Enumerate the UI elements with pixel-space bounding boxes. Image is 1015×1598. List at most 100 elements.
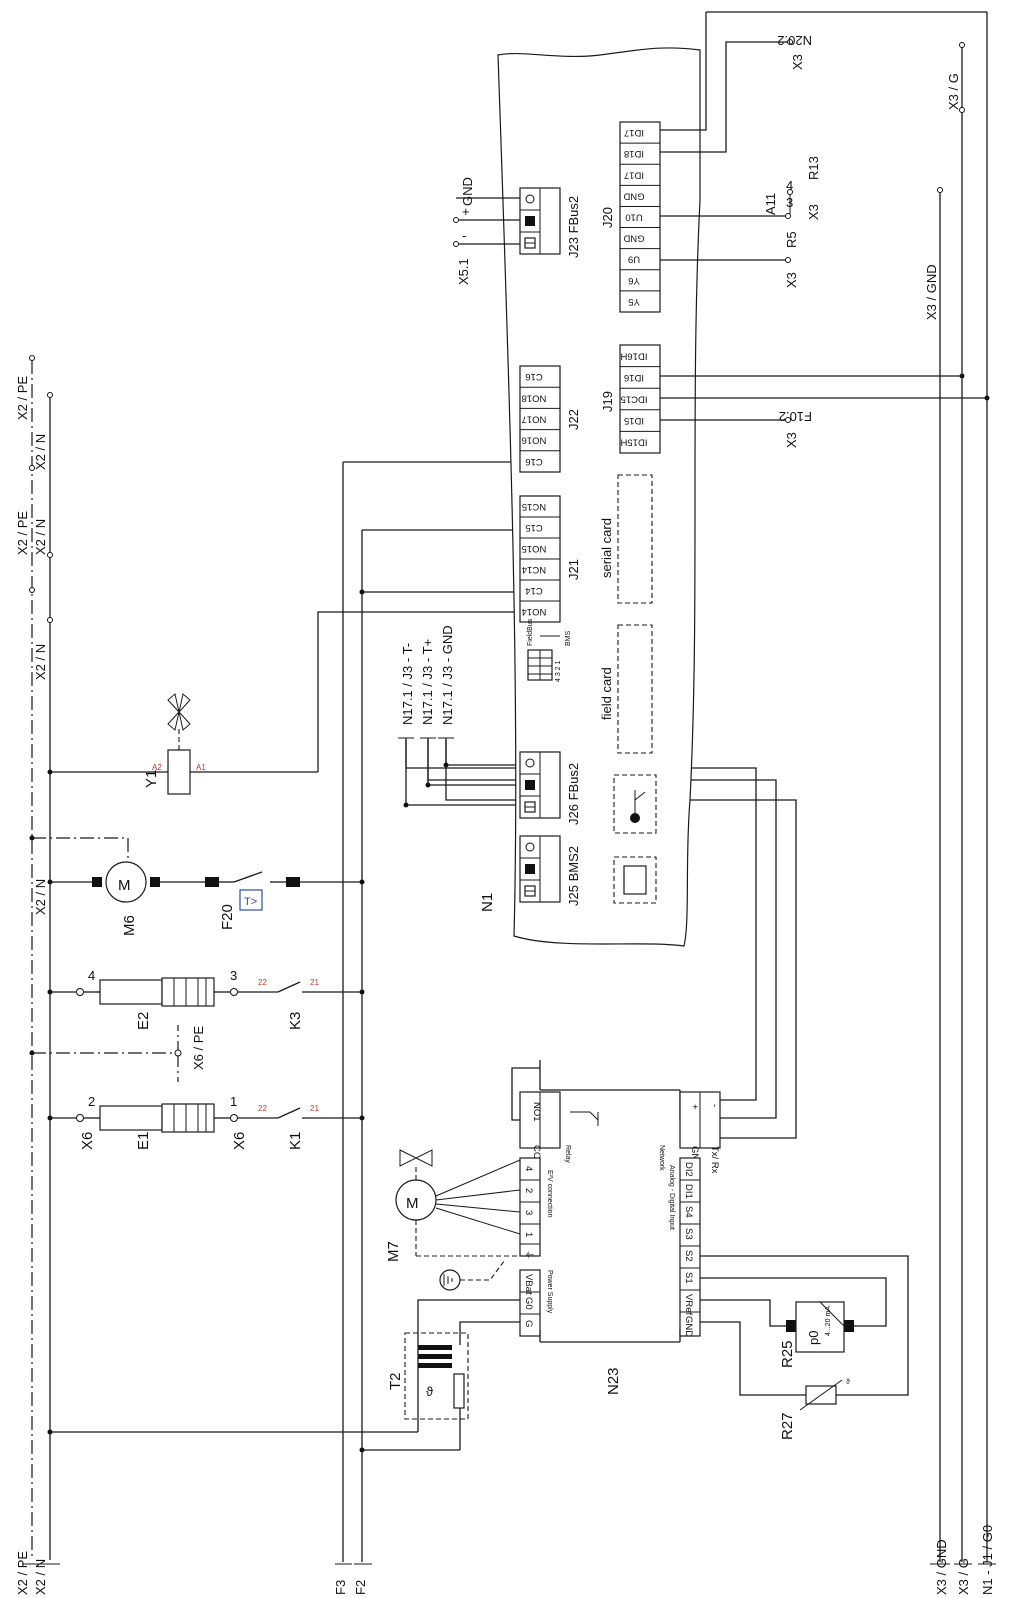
connector-pin: NO17 — [522, 413, 547, 424]
r27-ntc — [799, 1379, 843, 1411]
a11-pin: 4 — [786, 178, 793, 193]
rail-label: X2 / PE — [15, 1551, 30, 1595]
n23-pin: 2 — [523, 1188, 534, 1193]
n23-pin: G — [523, 1320, 534, 1327]
n23-pin: ⏚ — [523, 1250, 534, 1260]
f20-connector — [205, 877, 219, 887]
connector-pin: C16 — [525, 371, 542, 382]
x3-label: X3 — [806, 204, 821, 220]
n23-pin: S2 — [683, 1250, 694, 1262]
j25-connector — [519, 835, 561, 903]
t2-theta: ϑ — [426, 1384, 434, 1399]
terminal — [230, 1114, 238, 1122]
m7-label: M7 — [385, 1241, 402, 1262]
terminal — [29, 355, 35, 361]
m6-connector — [150, 877, 160, 887]
n23-pin: VBat — [523, 1274, 534, 1295]
m6-label: M6 — [121, 915, 138, 936]
terminal — [47, 552, 53, 558]
n23-power-block — [519, 1269, 541, 1337]
n23-pin: G0 — [523, 1297, 534, 1310]
net-label: N17.1 / J3 - GND — [440, 625, 455, 725]
rail-label: X2 / PE — [15, 511, 30, 555]
connector-pin: C15 — [525, 522, 542, 533]
serial-card-slot — [617, 474, 653, 604]
t2-core — [418, 1345, 452, 1350]
terminal — [29, 587, 35, 593]
terminal — [47, 392, 53, 398]
t2-core — [418, 1363, 452, 1368]
connector-pin: NO15 — [522, 543, 547, 554]
r25-connector — [786, 1320, 796, 1332]
y1-pin-label: A2 — [152, 763, 162, 772]
rail-label: X2 / N — [33, 879, 48, 915]
connector-pin: ID15H — [620, 437, 647, 448]
r25-label: R25 — [779, 1340, 796, 1368]
n202-label: N20.2 — [777, 33, 812, 48]
wire-t2-g2 — [459, 1321, 520, 1345]
rail-label: X2 / N — [33, 519, 48, 555]
k3-contact — [277, 981, 301, 993]
r27-label: R27 — [779, 1412, 796, 1440]
n1-label: N1 — [479, 893, 496, 912]
r25-connector — [844, 1320, 854, 1332]
j20-label: J20 — [600, 207, 615, 228]
dip-label: 4 3 2 1 — [555, 660, 562, 682]
connector-pin: ID18 — [624, 148, 644, 159]
j19-label: J19 — [600, 391, 615, 412]
serial-card-label: serial card — [599, 518, 614, 578]
connector-pin: U9 — [628, 254, 640, 265]
e1-label: E1 — [135, 1132, 152, 1150]
wire-t2-g0 — [417, 1299, 520, 1432]
connector-pin: NO14 — [522, 606, 547, 617]
x51-label: X5.1 — [456, 258, 471, 285]
pin: 2 — [88, 1094, 95, 1109]
display-port — [613, 856, 657, 904]
display-icon — [623, 865, 647, 895]
fan-icon — [167, 693, 191, 731]
e1-heater-block — [161, 1103, 215, 1133]
k1-pin: 21 — [310, 1104, 319, 1113]
e2-heater — [99, 979, 163, 1005]
junction — [359, 1447, 365, 1453]
k1-pin: 22 — [258, 1104, 267, 1113]
n23-section: Network — [658, 1145, 665, 1171]
rail-label: X3 / GND — [934, 1539, 949, 1595]
r25-range: 4...20 mA — [825, 1306, 832, 1336]
junction — [359, 1115, 365, 1121]
e2-label: E2 — [135, 1012, 152, 1030]
usb-port — [613, 774, 657, 834]
x3-label: X3 — [784, 272, 799, 288]
n23-section: Relay — [564, 1145, 571, 1163]
rail-label: X2 / N — [33, 644, 48, 680]
wire-m7-1 — [435, 1207, 521, 1235]
connector-pin: NC15 — [522, 501, 546, 512]
terminal — [230, 988, 238, 996]
field-card-slot — [617, 624, 653, 754]
wire-j21-no14 — [317, 611, 520, 772]
connector-pin: IDC15 — [621, 393, 648, 404]
x6-pe-label: X6 / PE — [191, 1026, 206, 1070]
connector-pin: C16 — [525, 456, 542, 467]
terminal — [47, 617, 53, 623]
n23-pin: S3 — [683, 1228, 694, 1240]
connector-pin: Y6 — [628, 275, 640, 286]
x3-g-label: X3 / G — [946, 73, 961, 110]
pin: 4 — [88, 968, 95, 983]
j26-label: J26 FBus2 — [566, 763, 581, 825]
ground-link — [460, 1259, 506, 1281]
j26-connector — [519, 751, 561, 819]
n23-pin: Tx/ Rx — [709, 1146, 720, 1174]
connector-pin: NC14 — [522, 564, 546, 575]
wire-m7-3 — [435, 1203, 521, 1213]
pin: 1 — [230, 1094, 237, 1109]
e1-heater — [99, 1105, 163, 1131]
n23-pin: S1 — [683, 1272, 694, 1284]
f20-thermal-icon — [239, 889, 263, 911]
j23-label: J23 FBus2 — [566, 196, 581, 258]
wire-relay — [511, 1067, 540, 1121]
j23-gnd-label: GND — [460, 177, 475, 206]
